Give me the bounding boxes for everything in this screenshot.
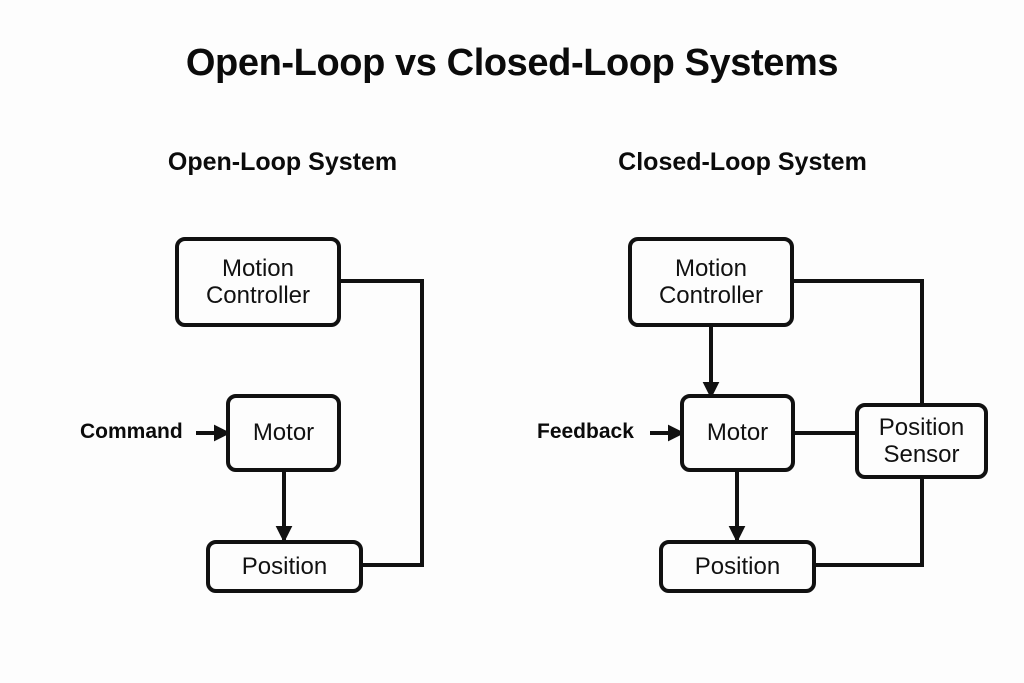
closed-loop-node-motion-controller[interactable]: Motion Controller bbox=[628, 237, 794, 327]
closed-loop-node-motor[interactable]: Motor bbox=[680, 394, 795, 472]
open-loop-node-position[interactable]: Position bbox=[206, 540, 363, 593]
closed-loop-subtitle: Closed-Loop System bbox=[618, 148, 867, 176]
page-title: Open-Loop vs Closed-Loop Systems bbox=[185, 42, 839, 84]
wire-controller-to-position-rail bbox=[340, 279, 424, 567]
open-loop-wires bbox=[196, 279, 424, 567]
open-loop-node-motion-controller[interactable]: Motion Controller bbox=[175, 237, 341, 327]
closed-loop-node-position[interactable]: Position bbox=[659, 540, 816, 593]
closed-loop-feedback-label: Feedback bbox=[537, 420, 634, 443]
open-loop-command-label: Command bbox=[80, 420, 183, 443]
closed-loop-node-position-sensor[interactable]: Position Sensor bbox=[855, 403, 988, 479]
open-loop-node-motor[interactable]: Motor bbox=[226, 394, 341, 472]
open-loop-subtitle: Open-Loop System bbox=[167, 148, 398, 176]
